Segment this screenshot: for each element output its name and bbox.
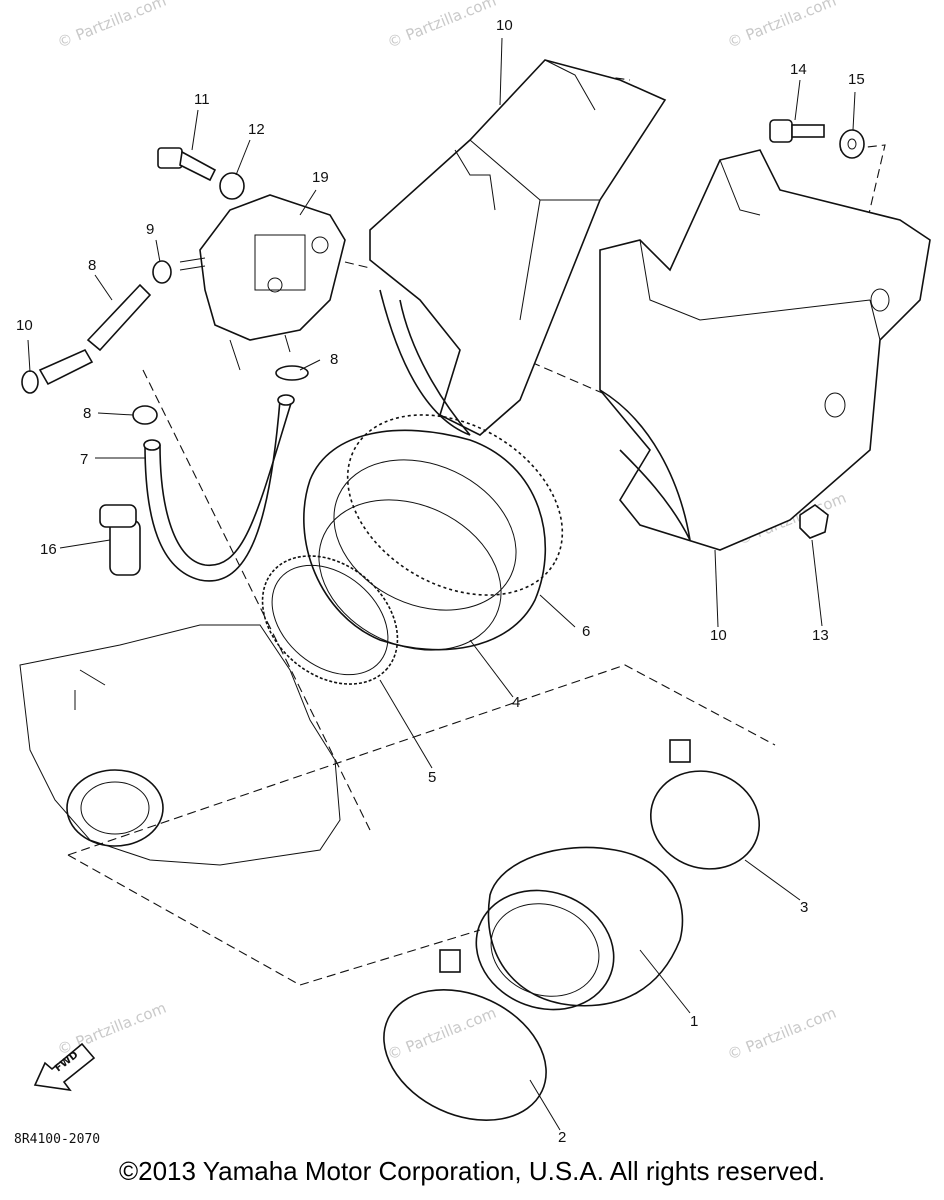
watermark: © Partzilla.com (385, 0, 499, 52)
engine-outline (19, 624, 341, 866)
callout-5: 5 (428, 769, 436, 786)
callout-18: 16 (40, 541, 57, 558)
callout-16: 14 (790, 61, 807, 78)
clamp-part-10 (152, 260, 172, 284)
watermark: © Partzilla.com (725, 0, 839, 52)
bolt-part-13 (157, 147, 217, 182)
intake-joint-part-1 (475, 846, 684, 1011)
bolt-part-16 (769, 119, 825, 143)
callout-3: 3 (800, 899, 808, 916)
callout-19: 19 (312, 169, 329, 186)
callout-2: 2 (558, 1129, 566, 1146)
watermark: © Partzilla.com (725, 1004, 839, 1064)
callout-17: 15 (848, 71, 865, 88)
ring-part-5 (261, 555, 399, 685)
fuel-pump-part-19 (179, 194, 346, 371)
callout-8: 8 (330, 351, 338, 368)
fuel-filter-part-18 (99, 504, 141, 576)
washer-part-17 (839, 129, 865, 159)
clamp-part-2 (383, 949, 547, 1121)
callout-9: 8 (88, 257, 96, 274)
fwd-arrow-icon: FWD (33, 1042, 96, 1092)
callout-15: 13 (812, 627, 829, 644)
callout-6: 6 (582, 623, 590, 640)
watermark: © Partzilla.com (55, 0, 169, 52)
nut-part-15 (799, 504, 829, 539)
watermark: © Partzilla.com (385, 1004, 499, 1064)
diagram-code: 8R4100-2070 (14, 1132, 100, 1147)
callout-14: 12 (248, 121, 265, 138)
callout-leaders (27, 37, 856, 1131)
air-box-lower-part-11 (599, 149, 931, 551)
callout-8: 8 (83, 405, 91, 422)
copyright-footer: ©2013 Yamaha Motor Corporation, U.S.A. A… (118, 1156, 826, 1186)
callout-10: 10 (16, 317, 33, 334)
callout-4: 4 (512, 694, 520, 711)
watermark: © Partzilla.com (55, 999, 169, 1059)
hose-part-9b (38, 348, 94, 386)
air-box-upper-part-12 (369, 59, 667, 436)
callout-10: 9 (146, 221, 154, 238)
hose-part-9 (86, 283, 152, 352)
callout-1: 1 (690, 1013, 698, 1030)
clip-part-8b (132, 405, 158, 425)
clamp-part-3 (649, 739, 761, 870)
clamp-part-10b (21, 370, 39, 394)
washer-part-14 (219, 172, 245, 200)
hose-part-7 (143, 394, 295, 582)
joint-boot-part-4 (303, 429, 547, 651)
callout-11: 10 (710, 627, 727, 644)
band-part-6 (346, 414, 564, 596)
callout-13: 11 (194, 91, 210, 108)
callout-labels: 10 11 12 14 15 19 9 8 10 8 8 7 16 6 4 5 … (16, 17, 865, 1146)
callout-7: 7 (80, 451, 88, 468)
callout-12: 10 (496, 17, 513, 34)
